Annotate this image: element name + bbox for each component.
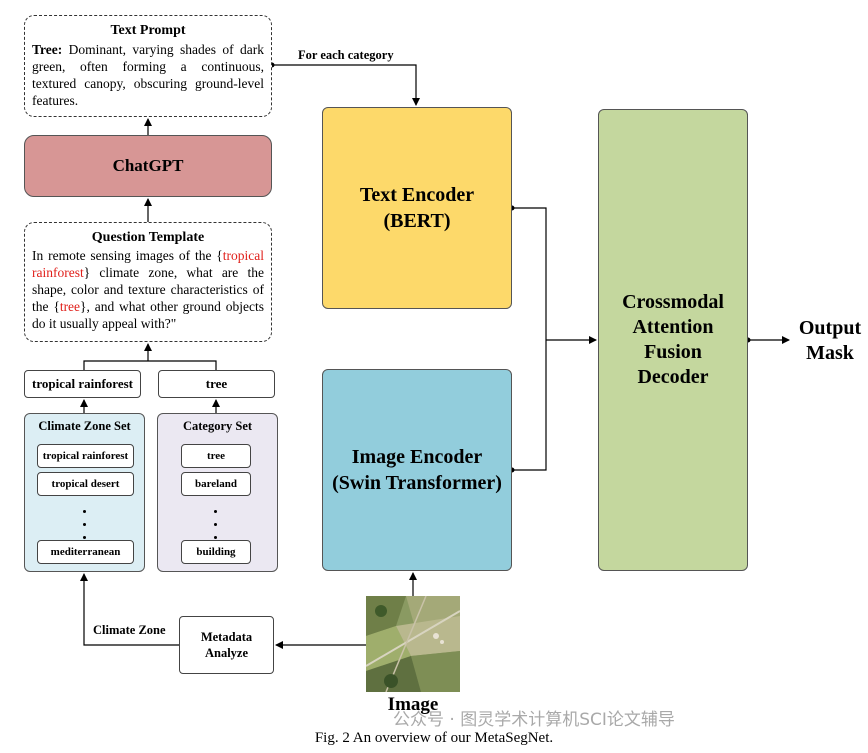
text-prompt-label: Tree: [32,42,63,57]
climate-item: tropical desert [37,472,134,496]
metadata-line-2: Analyze [204,646,249,660]
image-label: Image [387,694,439,715]
fusion-line: Attention [632,316,714,338]
satellite-image [366,596,460,692]
ellipsis-dot [214,510,217,513]
text-prompt-title: Text Prompt [110,23,186,38]
metadata-line-1: Metadata [200,630,253,644]
climate-set-title: Climate Zone Set [38,419,131,433]
image-encoder-title: Image Encoder [351,446,483,468]
category-item: tree [181,444,251,468]
fusion-line: Crossmodal [622,291,724,313]
category-set-title: Category Set [182,419,253,433]
fusion-line: Fusion [644,341,702,363]
ellipsis-dot [83,536,86,539]
question-template-box: Question Template In remote sensing imag… [24,222,272,342]
climate-zone-label: Climate Zone [93,623,166,637]
text-prompt-box: Text Prompt Tree: Dominant, varying shad… [24,15,272,117]
for-each-category-label: For each category [298,48,394,62]
question-part-1: In remote sensing images of the { [32,248,223,263]
ellipsis-dot [83,523,86,526]
category-item: building [181,540,251,564]
ellipsis-dot [83,510,86,513]
metadata-analyze-box: Metadata Analyze [179,616,274,674]
selected-category-box: tree [158,370,275,398]
image-encoder-subtitle: (Swin Transformer) [332,472,502,494]
climate-item: tropical rainforest [37,444,134,468]
output-mask-label: Output Mask [792,316,868,366]
text-prompt-text: Dominant, varying shades of dark green, … [32,42,264,108]
question-template-body: In remote sensing images of the {tropica… [32,247,264,332]
output-line-1: Output [798,317,862,339]
category-item: bareland [181,472,251,496]
figure-caption: Fig. 2 An overview of our MetaSegNet. [314,730,554,746]
question-category-highlight: tree [59,299,81,314]
fusion-line: Decoder [637,366,709,388]
question-template-title: Question Template [91,230,205,245]
selected-category-label: tree [205,376,228,391]
ellipsis-dot [214,536,217,539]
category-set: Category Set tree bareland building [157,413,278,572]
chatgpt-box: ChatGPT [24,135,272,197]
chatgpt-label: ChatGPT [112,156,184,175]
text-encoder-title: Text Encoder [359,184,475,206]
question-part-2: } climate zone, what are the shape, colo… [32,265,264,314]
question-part-3: }, and what other ground objects do it u… [32,299,264,331]
selected-climate-label: tropical rainforest [32,376,133,391]
question-climate-highlight: tropical rainforest [32,248,264,280]
ellipsis-dot [214,523,217,526]
output-line-2: Mask [806,342,854,364]
selected-climate-box: tropical rainforest [24,370,141,398]
watermark-text: 公众号 · 图灵学术计算机SCI论文辅导 [393,710,675,730]
climate-item: mediterranean [37,540,134,564]
image-encoder-box: Image Encoder (Swin Transformer) [322,369,512,571]
text-encoder-subtitle: (BERT) [383,210,451,232]
fusion-decoder-box: Crossmodal Attention Fusion Decoder [598,109,748,571]
climate-zone-set: Climate Zone Set tropical rainforest tro… [24,413,145,572]
text-encoder-box: Text Encoder (BERT) [322,107,512,309]
text-prompt-body: Tree: Dominant, varying shades of dark g… [32,41,264,109]
